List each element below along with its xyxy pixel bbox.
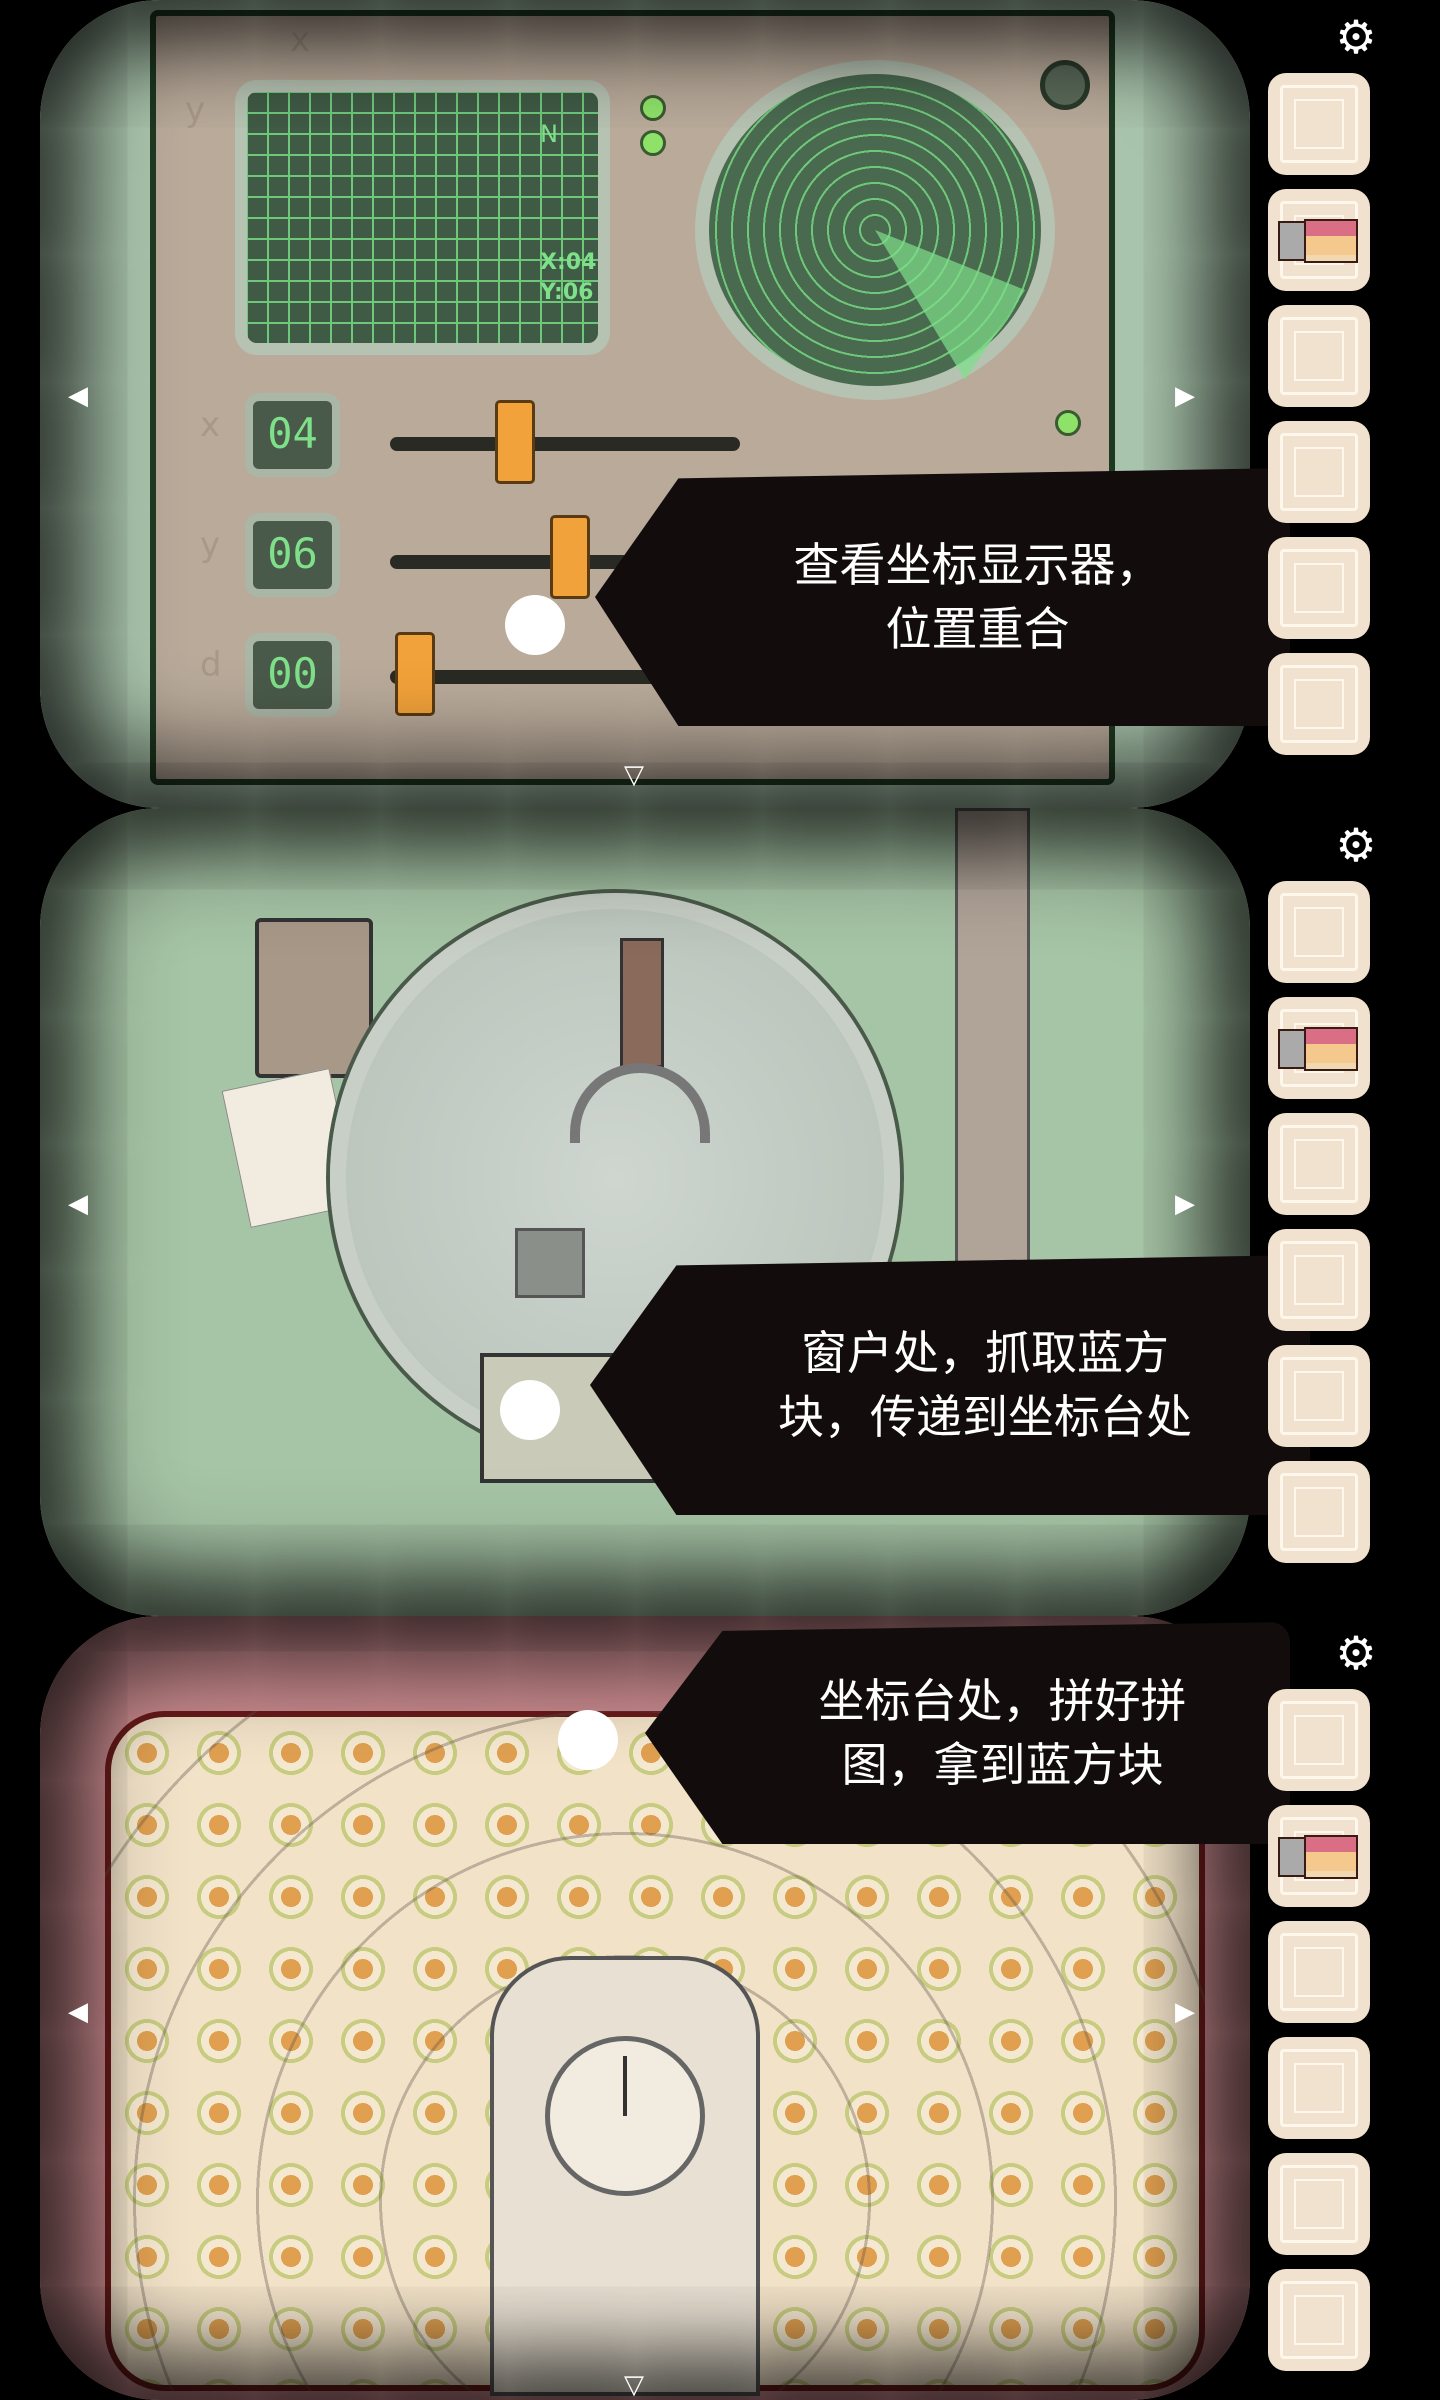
readout-y: Y:06: [540, 280, 594, 305]
round-button[interactable]: [1040, 60, 1090, 110]
north-indicator: N: [540, 120, 558, 148]
inventory-slot[interactable]: [1268, 537, 1370, 639]
indicator-light: [640, 130, 666, 156]
grid-screen: [235, 80, 610, 355]
inventory-slot[interactable]: [1268, 1805, 1370, 1907]
matchbox-icon: [1278, 1027, 1358, 1071]
nav-right-arrow-icon[interactable]: ▶: [1175, 1997, 1195, 2027]
clock-hand: [623, 2056, 627, 2116]
slider-x-knob[interactable]: [495, 400, 535, 484]
hint-bubble: 坐标台处，拼好拼 图，拿到蓝方块: [645, 1622, 1290, 1844]
counter-y: 06: [245, 513, 340, 597]
inventory-slot[interactable]: [1268, 189, 1370, 291]
slider-d-track: [390, 670, 690, 684]
nav-left-arrow-icon[interactable]: ◀: [68, 1997, 88, 2027]
inventory-slot[interactable]: [1268, 2269, 1370, 2371]
hint-line-1: 坐标台处，拼好拼: [818, 1674, 1187, 1728]
nav-right-arrow-icon[interactable]: ▶: [1175, 1189, 1195, 1219]
inventory-slot[interactable]: [1268, 2153, 1370, 2255]
slider-d-knob[interactable]: [395, 632, 435, 716]
nav-down-arrow-icon[interactable]: ▽: [624, 760, 644, 790]
matchbox-icon: [1278, 1835, 1358, 1879]
nav-left-arrow-icon[interactable]: ◀: [68, 381, 88, 411]
hint-line-1: 窗户处，抓取蓝方: [801, 1326, 1169, 1380]
panel-coordinate-device: x y N X:04 Y:06 x y d 04 06 00 ◀ ▶ ▽ 查看坐…: [0, 0, 1440, 808]
slider-d-label: d: [200, 645, 222, 685]
inventory-slot[interactable]: [1268, 653, 1370, 755]
slider-y-track: [390, 555, 690, 569]
inventory-slot[interactable]: [1268, 1461, 1370, 1563]
hint-line-1: 查看坐标显示器，: [793, 538, 1162, 592]
indicator-light: [1055, 410, 1081, 436]
slider-x-label: x: [200, 405, 221, 445]
indicator-light: [640, 95, 666, 121]
inventory-slot[interactable]: [1268, 997, 1370, 1099]
nav-left-arrow-icon[interactable]: ◀: [68, 1189, 88, 1219]
axis-y-label: y: [185, 90, 206, 130]
tap-indicator: [505, 595, 565, 655]
gear-icon[interactable]: ⚙: [1335, 818, 1377, 872]
panel-clock-room: ◀ ▶ ▽ 坐标台处，拼好拼 图，拿到蓝方块: [0, 1616, 1440, 2400]
door-panel: [955, 808, 1030, 1268]
cube[interactable]: [515, 1228, 585, 1298]
inventory-slot[interactable]: [1268, 1921, 1370, 2023]
slider-x-track: [390, 437, 740, 451]
readout-x: X:04: [540, 250, 597, 275]
hint-bubble: 查看坐标显示器， 位置重合: [595, 468, 1290, 726]
inventory-slot[interactable]: [1268, 1689, 1370, 1791]
matchbox-icon: [1278, 219, 1358, 263]
inventory-slot[interactable]: [1268, 1345, 1370, 1447]
inventory-slot[interactable]: [1268, 421, 1370, 523]
scene-view[interactable]: x y N X:04 Y:06 x y d 04 06 00: [40, 0, 1250, 808]
claw-arm: [620, 938, 664, 1068]
nav-right-arrow-icon[interactable]: ▶: [1175, 381, 1195, 411]
gear-icon[interactable]: ⚙: [1335, 10, 1377, 64]
counter-x: 04: [245, 393, 340, 477]
hint-bubble: 窗户处，抓取蓝方 块，传递到坐标台处: [590, 1255, 1310, 1515]
slider-y-label: y: [200, 525, 221, 565]
tap-indicator: [500, 1380, 560, 1440]
panel-porthole: ◀ ▶ 窗户处，抓取蓝方 块，传递到坐标台处: [0, 808, 1440, 1616]
inventory-slot[interactable]: [1268, 1229, 1370, 1331]
inventory-slot[interactable]: [1268, 2037, 1370, 2139]
axis-x-label: x: [290, 20, 311, 60]
counter-d: 00: [245, 633, 340, 717]
control-box: [255, 918, 373, 1078]
nav-down-arrow-icon[interactable]: ▽: [624, 2370, 644, 2400]
inventory-slot[interactable]: [1268, 73, 1370, 175]
inventory-slot[interactable]: [1268, 881, 1370, 983]
gear-icon[interactable]: ⚙: [1335, 1626, 1377, 1680]
slider-y-knob[interactable]: [550, 515, 590, 599]
inventory-slot[interactable]: [1268, 305, 1370, 407]
hint-line-2: 块，传递到坐标台处: [778, 1390, 1192, 1444]
hint-line-2: 图，拿到蓝方块: [841, 1738, 1164, 1792]
inventory-slot[interactable]: [1268, 1113, 1370, 1215]
hint-line-2: 位置重合: [885, 602, 1070, 656]
tap-indicator: [558, 1710, 618, 1770]
